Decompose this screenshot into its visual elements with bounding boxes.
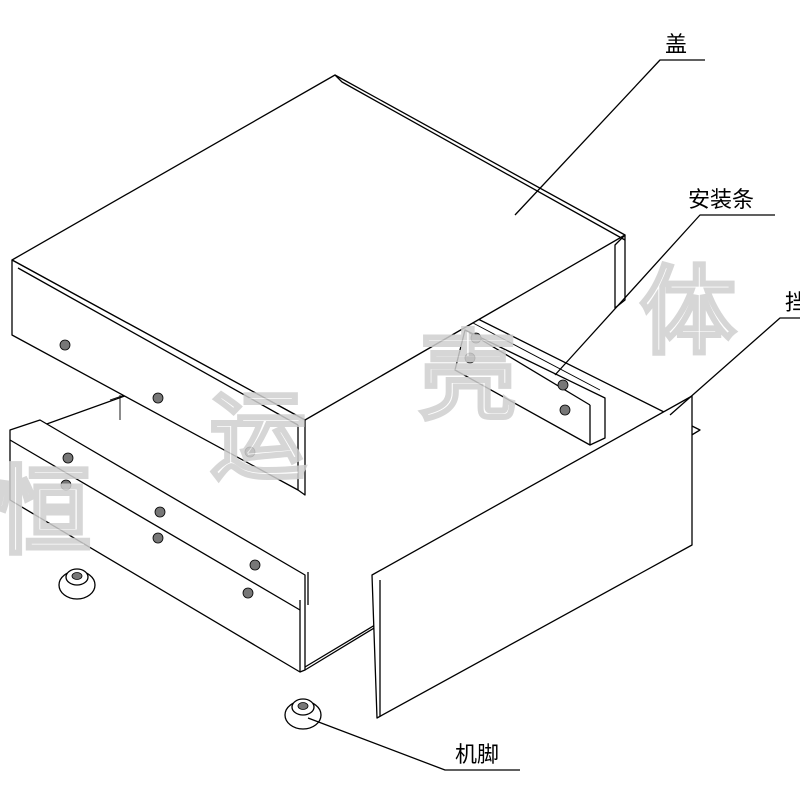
label-panel: 挡 (785, 291, 800, 316)
svg-text:恒: 恒 (0, 456, 91, 568)
side-panel (371, 395, 693, 719)
label-mounting-strip: 安装条 (688, 188, 754, 213)
lid-front-flange (11, 259, 306, 496)
svg-text:体: 体 (640, 256, 736, 368)
leader-mounting-strip (554, 214, 775, 376)
svg-text:壳: 壳 (420, 321, 516, 433)
leader-feet (307, 717, 520, 771)
label-lid: 盖 (665, 33, 687, 58)
leader-lid (514, 59, 705, 216)
lid (11, 74, 626, 496)
foot-right (284, 698, 322, 730)
foot-left (58, 568, 96, 600)
leader-panel (669, 317, 800, 416)
label-feet: 机脚 (455, 743, 499, 768)
watermark: 恒 运 壳 体 (0, 255, 738, 570)
mounting-strip (454, 329, 606, 446)
svg-text:运: 运 (210, 381, 306, 493)
